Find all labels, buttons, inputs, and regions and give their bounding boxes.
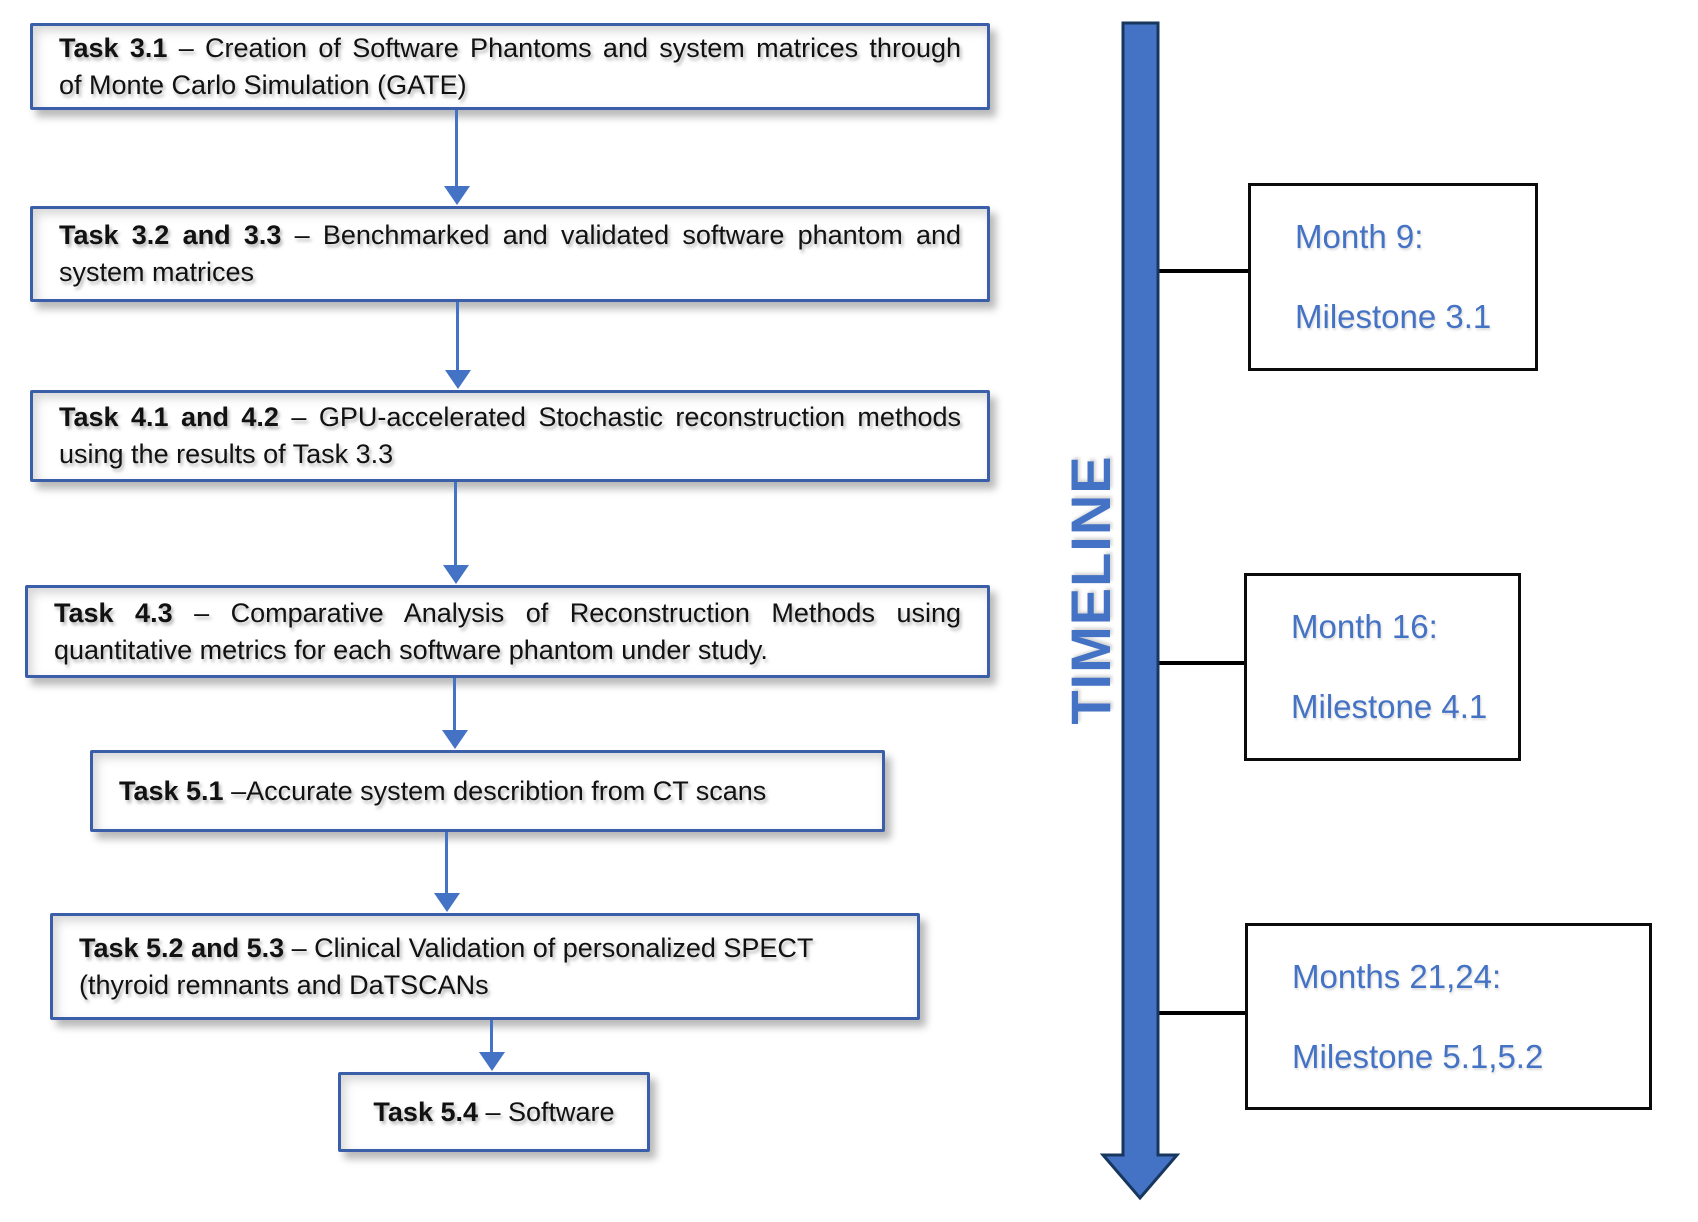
task-description: – Benchmarked and validated software pha… <box>281 220 961 250</box>
down-arrow-icon <box>490 1020 493 1053</box>
task-description: (thyroid remnants and DaTSCANs <box>79 969 489 1000</box>
task-number-label: Task 5.4 <box>373 1096 478 1127</box>
task-text-line: Task 4.1 and 4.2 – GPU-accelerated Stoch… <box>59 399 961 436</box>
milestone-box-1: Month 9: Milestone 3.1 <box>1248 183 1538 371</box>
task-number-label: Task 4.1 and 4.2 <box>59 402 279 432</box>
task-text-line: Task 5.4 – Software <box>367 1094 621 1131</box>
down-arrow-icon <box>455 110 458 187</box>
task-number-label: Task 5.1 <box>119 775 224 806</box>
task-number-label: Task 5.2 and 5.3 <box>79 932 285 963</box>
milestone-month: Months 21,24: <box>1292 957 1502 995</box>
task-description: system matrices <box>59 257 255 287</box>
task-description: – Software <box>478 1096 615 1127</box>
task-text-line: Task 4.3 – Comparative Analysis of Recon… <box>54 595 961 632</box>
task-text-line: Task 3.1 – Creation of Software Phantoms… <box>59 30 961 67</box>
milestone-month: Month 16: <box>1291 608 1438 645</box>
task-text-line: quantitative metrics for each software p… <box>54 632 961 669</box>
down-arrow-icon <box>454 482 457 566</box>
milestone-label: Milestone 5.1,5.2 <box>1292 1037 1544 1075</box>
task-box-3-2-3-3: Task 3.2 and 3.3 – Benchmarked and valid… <box>30 206 990 302</box>
task-text-line: (thyroid remnants and DaTSCANs <box>79 967 891 1004</box>
task-text-line: of Monte Carlo Simulation (GATE) <box>59 67 961 104</box>
task-text-line: using the results of Task 3.3 <box>59 436 961 473</box>
task-text-line: Task 5.1 –Accurate system describtion fr… <box>119 773 856 810</box>
timeline-down-arrow-icon <box>1099 21 1181 1201</box>
milestone-connector-line <box>1125 1011 1245 1015</box>
task-number-label: Task 4.3 <box>54 597 173 628</box>
task-description: quantitative metrics for each software p… <box>54 634 768 665</box>
milestone-label: Milestone 4.1 <box>1291 688 1488 725</box>
down-arrow-icon <box>456 302 459 371</box>
task-description: of Monte Carlo Simulation (GATE) <box>59 69 467 100</box>
task-box-3-1: Task 3.1 – Creation of Software Phantoms… <box>30 23 990 110</box>
milestone-box-3: Months 21,24: Milestone 5.1,5.2 <box>1245 923 1652 1110</box>
task-text-line: Task 5.2 and 5.3 – Clinical Validation o… <box>79 930 891 967</box>
task-number-label: Task 3.1 <box>59 32 168 63</box>
milestone-box-2: Month 16: Milestone 4.1 <box>1244 573 1521 761</box>
task-box-5-4: Task 5.4 – Software <box>338 1072 650 1152</box>
milestone-connector-line <box>1125 661 1244 665</box>
task-box-5-1: Task 5.1 –Accurate system describtion fr… <box>90 750 885 832</box>
task-description: using the results of Task 3.3 <box>59 439 394 469</box>
task-box-5-2-5-3: Task 5.2 and 5.3 – Clinical Validation o… <box>50 913 920 1020</box>
down-arrow-icon <box>453 678 456 731</box>
down-arrow-icon <box>445 832 448 894</box>
task-description: – GPU-accelerated Stochastic reconstruct… <box>278 402 961 432</box>
milestone-label: Milestone 3.1 <box>1295 298 1492 335</box>
task-text-line: system matrices <box>59 254 961 291</box>
task-description: – Creation of Software Phantoms and syst… <box>167 32 961 63</box>
task-box-4-3: Task 4.3 – Comparative Analysis of Recon… <box>25 585 990 678</box>
task-description: –Accurate system describtion from CT sca… <box>223 775 767 806</box>
task-box-4-1-4-2: Task 4.1 and 4.2 – GPU-accelerated Stoch… <box>30 390 990 482</box>
milestone-month: Month 9: <box>1295 218 1424 255</box>
milestone-connector-line <box>1125 269 1248 273</box>
task-number-label: Task 3.2 and 3.3 <box>59 220 282 250</box>
task-description: – Clinical Validation of personalized SP… <box>284 932 814 963</box>
task-text-line: Task 3.2 and 3.3 – Benchmarked and valid… <box>59 217 961 254</box>
task-description: – Comparative Analysis of Reconstruction… <box>172 597 961 628</box>
